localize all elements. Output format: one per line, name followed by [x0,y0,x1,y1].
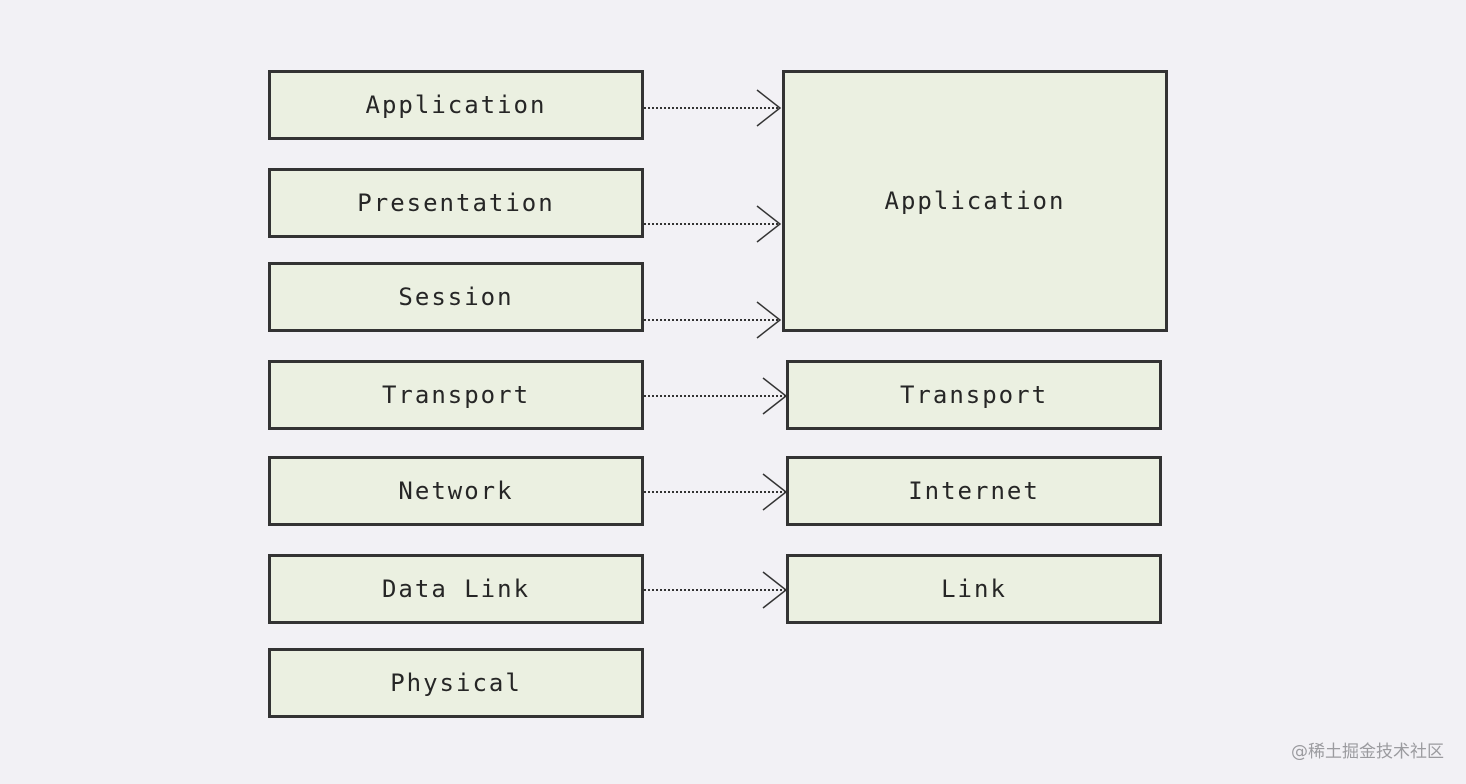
osi-network-label: Network [398,477,514,505]
tcpip-application-layer: Application [782,70,1168,332]
connector-presentation-to-application [644,205,782,243]
osi-session-layer: Session [268,262,644,332]
tcpip-transport-layer: Transport [786,360,1162,430]
osi-session-label: Session [398,283,514,311]
osi-application-layer: Application [268,70,644,140]
watermark: @稀土掘金技术社区 [1291,742,1444,762]
tcpip-internet-layer: Internet [786,456,1162,526]
tcpip-internet-label: Internet [908,477,1040,505]
osi-presentation-layer: Presentation [268,168,644,238]
osi-physical-label: Physical [390,669,522,697]
osi-datalink-label: Data Link [381,575,531,603]
tcpip-application-label: Application [884,187,1066,215]
osi-network-layer: Network [268,456,644,526]
connector-session-to-application [644,301,782,339]
connector-application-to-application [644,89,782,127]
tcpip-link-layer: Link [786,554,1162,624]
osi-application-label: Application [365,91,547,119]
osi-transport-layer: Transport [268,360,644,430]
tcpip-transport-label: Transport [899,381,1049,409]
connector-network-to-internet [644,473,788,511]
tcpip-link-label: Link [941,575,1007,603]
osi-datalink-layer: Data Link [268,554,644,624]
osi-presentation-label: Presentation [357,189,555,217]
osi-physical-layer: Physical [268,648,644,718]
connector-datalink-to-link [644,571,788,609]
osi-transport-label: Transport [381,381,531,409]
connector-transport-to-transport [644,377,788,415]
